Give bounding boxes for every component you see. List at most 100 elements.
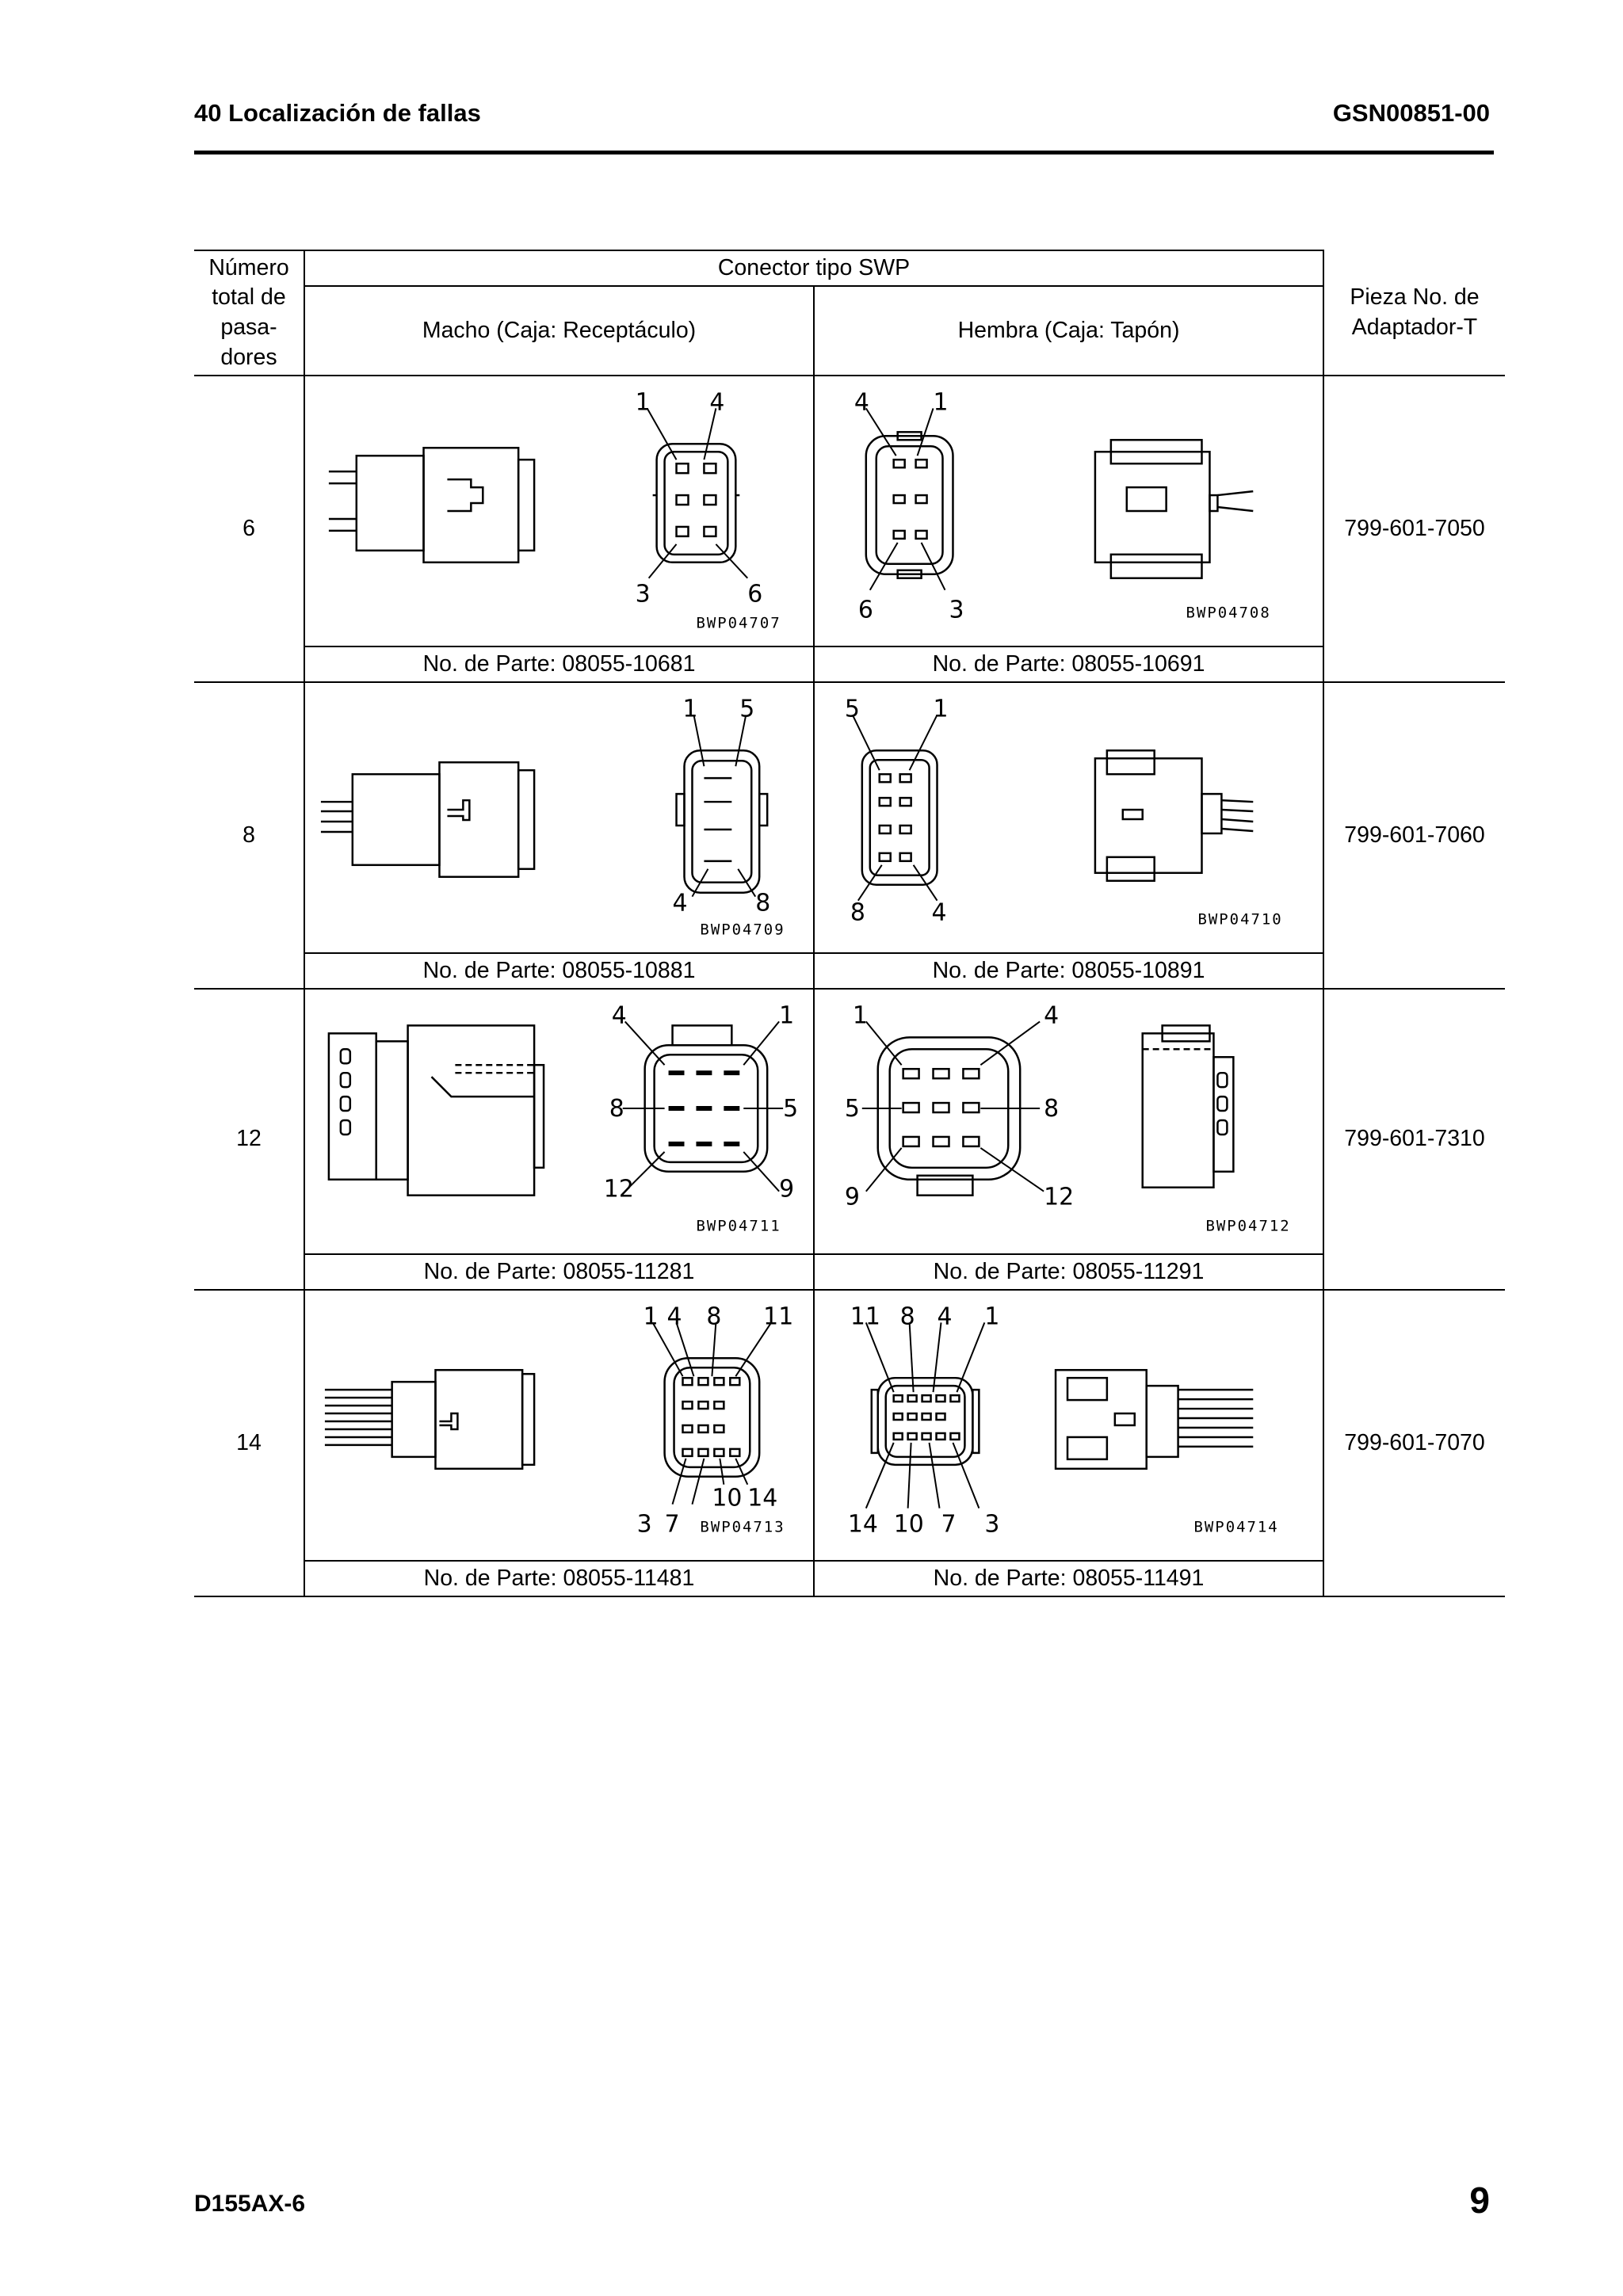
header-male-label: Macho (Caja: Receptáculo) xyxy=(422,317,697,343)
figure-code: BWP04712 xyxy=(1205,1218,1290,1235)
male-pin-arrows xyxy=(651,1322,772,1505)
header-pin-count-label: Número total de pasa- dores xyxy=(208,254,289,370)
pin-label: 4 xyxy=(667,1302,682,1330)
pin-label: 4 xyxy=(673,890,688,917)
pin-label: 4 xyxy=(854,388,869,416)
adapter-8: 799-601-7060 xyxy=(1323,681,1506,990)
pin-label: 14 xyxy=(747,1485,777,1512)
header-connector-type-label: Conector tipo SWP xyxy=(717,254,911,280)
pin-label: 14 xyxy=(848,1511,878,1539)
pin-label: 12 xyxy=(1044,1184,1074,1211)
pin-label: 5 xyxy=(845,695,860,723)
pin-label: 5 xyxy=(739,695,754,723)
page-number: 9 xyxy=(1469,2180,1490,2221)
pin-label: 3 xyxy=(984,1511,999,1539)
pin-label: 4 xyxy=(932,899,947,927)
pin-label: 1 xyxy=(683,695,698,723)
pin-label: 8 xyxy=(706,1302,721,1330)
female-face-view xyxy=(865,431,954,579)
pin-label: 8 xyxy=(609,1095,624,1123)
header-rule xyxy=(194,151,1494,154)
female-connector-figure-12: 1 4 5 8 9 12 BWP04712 xyxy=(812,988,1325,1255)
female-pin-arrows xyxy=(865,407,946,591)
male-housing-side-view xyxy=(320,761,536,879)
female-connector-12-drawing: 1 4 5 8 9 12 BWP04712 xyxy=(845,1001,1290,1235)
header-adapter: Pieza No. de Adaptador-T xyxy=(1323,250,1506,376)
pin-label: 7 xyxy=(665,1511,680,1539)
male-connector-figure-8: 1 5 4 8 BWP04709 xyxy=(304,681,815,954)
figure-code: BWP04711 xyxy=(696,1218,781,1235)
female-connector-figure-8: 5 1 8 4 BWP04710 xyxy=(812,681,1325,954)
female-part-number-text: No. de Parte: 08055-10691 xyxy=(932,650,1205,677)
female-part-number-text: No. de Parte: 08055-10891 xyxy=(932,957,1205,983)
pin-count-value: 8 xyxy=(242,822,255,848)
adapter-value: 799-601-7070 xyxy=(1344,1429,1485,1455)
pin-label: 5 xyxy=(845,1095,860,1123)
pin-label: 12 xyxy=(604,1176,634,1203)
pin-label: 5 xyxy=(783,1095,798,1123)
female-pin-arrows xyxy=(851,714,938,902)
adapter-value: 799-601-7310 xyxy=(1344,1126,1485,1152)
pin-label: 4 xyxy=(612,1001,627,1029)
pin-count-6: 6 xyxy=(194,375,305,683)
header-male: Macho (Caja: Receptáculo) xyxy=(304,285,815,376)
male-housing-side-view xyxy=(327,1024,545,1196)
female-face-view xyxy=(861,749,938,886)
male-connector-figure-6: 1 4 3 6 BWP04707 xyxy=(304,375,815,647)
female-connector-6-drawing: 4 1 6 3 BWP04708 xyxy=(854,388,1270,624)
female-connector-figure-14: 11 8 4 1 14 10 7 3 BWP04714 xyxy=(812,1289,1325,1562)
header-female: Hembra (Caja: Tapón) xyxy=(812,285,1324,376)
male-part-number-text: No. de Parte: 08055-10681 xyxy=(422,650,696,677)
male-face-view xyxy=(652,443,740,564)
pin-label: 1 xyxy=(779,1001,794,1029)
female-connector-figure-6: 4 1 6 3 BWP04708 xyxy=(812,375,1325,647)
male-part-number-text: No. de Parte: 08055-11281 xyxy=(423,1258,695,1284)
male-pin-arrows xyxy=(622,1020,784,1192)
male-pin-arrows xyxy=(691,715,757,898)
pin-count-value: 6 xyxy=(242,515,255,541)
pin-label: 3 xyxy=(637,1511,652,1539)
figure-code: BWP04710 xyxy=(1198,911,1283,929)
pin-count-value: 12 xyxy=(236,1126,262,1152)
pin-label: 3 xyxy=(949,597,964,624)
adapter-value: 799-601-7060 xyxy=(1344,822,1485,848)
pin-label: 11 xyxy=(850,1302,880,1330)
pin-label: 10 xyxy=(894,1511,924,1539)
model-code: D155AX-6 xyxy=(194,2191,306,2217)
female-face-view xyxy=(870,1376,980,1466)
male-face-view xyxy=(643,1024,769,1173)
pin-count-8: 8 xyxy=(194,681,305,990)
male-housing-side-view xyxy=(328,447,536,564)
female-housing-side-view xyxy=(1054,1368,1254,1470)
male-part-number: No. de Parte: 08055-10681 xyxy=(304,646,815,683)
adapter-14: 799-601-7070 xyxy=(1323,1289,1506,1597)
adapter-6: 799-601-7050 xyxy=(1323,375,1506,683)
pin-label: 6 xyxy=(747,581,762,608)
pin-label: 8 xyxy=(850,899,865,927)
adapter-12: 799-601-7310 xyxy=(1323,988,1506,1291)
pin-label: 8 xyxy=(755,890,770,917)
female-pin-arrows xyxy=(861,1020,1044,1192)
female-housing-side-view xyxy=(1141,1024,1235,1188)
figure-code: BWP04709 xyxy=(700,921,785,939)
pin-label: 1 xyxy=(934,388,949,416)
pin-label: 1 xyxy=(934,695,949,723)
male-part-number: No. de Parte: 08055-11481 xyxy=(304,1560,815,1597)
connector-table: Número total de pasa- dores Conector tip… xyxy=(194,250,1506,1597)
male-housing-side-view xyxy=(324,1368,536,1470)
figure-code: BWP04707 xyxy=(696,615,781,632)
male-connector-14-drawing: 1 4 8 11 10 14 3 7 BWP04713 xyxy=(324,1302,793,1539)
pin-label: 1 xyxy=(853,1001,868,1029)
pin-count-value: 14 xyxy=(236,1429,262,1455)
figure-code: BWP04713 xyxy=(700,1519,785,1536)
male-part-number: No. de Parte: 08055-11281 xyxy=(304,1253,815,1291)
pin-label: 9 xyxy=(845,1184,860,1211)
pin-label: 4 xyxy=(709,388,724,416)
pin-label: 10 xyxy=(712,1485,742,1512)
female-connector-8-drawing: 5 1 8 4 BWP04710 xyxy=(845,695,1283,929)
female-part-number-text: No. de Parte: 08055-11291 xyxy=(933,1258,1205,1284)
female-housing-side-view xyxy=(1094,749,1254,882)
female-housing-side-view xyxy=(1094,439,1254,579)
male-connector-12-drawing: 4 1 8 5 12 9 BWP04711 xyxy=(327,1001,798,1235)
male-pin-arrows xyxy=(646,407,748,579)
